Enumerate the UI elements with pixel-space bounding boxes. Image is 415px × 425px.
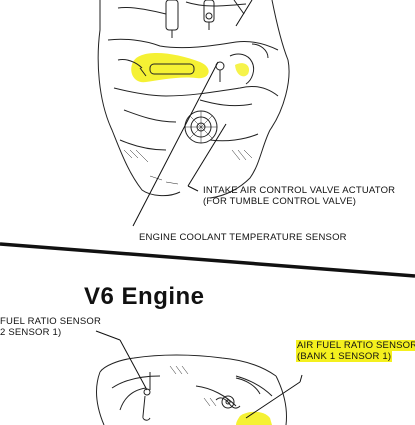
left-sensor-label-line2: 2 SENSOR 1) [0,327,62,338]
coolant-temp-label: ENGINE COOLANT TEMPERATURE SENSOR [139,232,347,243]
right-sensor-label-line2: (BANK 1 SENSOR 1) [296,351,393,362]
bottom-engine-illustration [96,354,287,425]
top-engine-illustration [97,0,290,199]
highlight-mark [131,52,209,83]
intake-valve-label-line1: INTAKE AIR CONTROL VALVE ACTUATOR [203,185,396,196]
bottom-leader-lines [95,330,303,419]
right-sensor-label-line2-text: (BANK 1 SENSOR 1) [296,351,393,362]
highlight-mark-bottom [236,411,272,425]
top-leader-lines [132,0,253,227]
intake-valve-label-line2: (FOR TUMBLE CONTROL VALVE) [203,196,357,207]
section-divider [0,242,415,278]
left-sensor-label-line1: FUEL RATIO SENSOR [0,316,102,327]
section-title: V6 Engine [84,283,205,310]
right-sensor-label-line1: AIR FUEL RATIO SENSOR [296,340,415,351]
right-sensor-label-line1-text: AIR FUEL RATIO SENSOR [296,340,415,351]
